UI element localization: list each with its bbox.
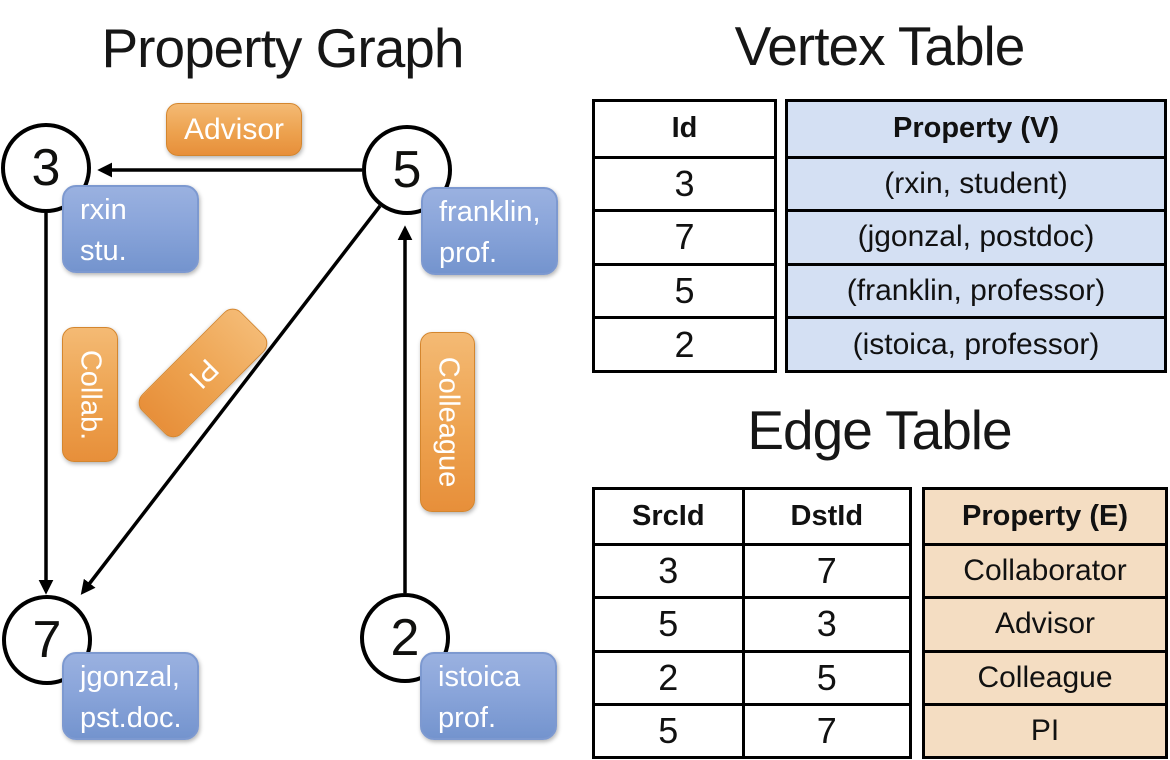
- table-cell: 3: [595, 155, 774, 210]
- vertex-property-label-istoica: istoica prof.: [420, 652, 557, 740]
- table-cell: 2: [595, 649, 742, 703]
- table-cell: Advisor: [925, 596, 1165, 649]
- vertex-table-id-column: Id 3 7 5 2: [592, 99, 777, 373]
- table-cell: 7: [595, 209, 774, 263]
- table-cell: (rxin, student): [788, 155, 1164, 210]
- vertex-id: 2: [390, 609, 420, 667]
- vertex-property-line: istoica: [438, 661, 521, 693]
- vertex-table-property-column: Property (V) (rxin, student) (jgonzal, p…: [785, 99, 1167, 373]
- graph-canvas: 3 5 7 2 rxin stu. franklin, prof. jgonza…: [1, 103, 558, 740]
- edge-label-text: Colleague: [432, 356, 464, 488]
- table-cell: (franklin, professor): [788, 262, 1164, 317]
- table-cell: 5: [741, 649, 909, 703]
- table-cell: 5: [595, 596, 742, 649]
- table-cell: 3: [595, 543, 742, 596]
- vertex-property-line: stu.: [80, 235, 127, 267]
- table-cell: 5: [595, 262, 774, 317]
- edge-label-text: PI: [182, 352, 225, 395]
- graph-edges: [38, 162, 413, 595]
- column-header-id: Id: [671, 112, 698, 145]
- vertex-property-label-rxin: rxin stu.: [62, 185, 199, 273]
- vertex-id: 7: [32, 611, 62, 669]
- table-cell: Collaborator: [925, 543, 1165, 596]
- edge-table-property-column: Property (E) Collaborator Advisor Collea…: [922, 487, 1168, 759]
- vertex-table-title: Vertex Table: [734, 15, 1026, 77]
- edge-5-to-7: [80, 204, 382, 595]
- table-cell: (jgonzal, postdoc): [788, 209, 1164, 263]
- table-cell: PI: [925, 702, 1165, 756]
- vertex-property-label-jgonzal: jgonzal, pst.doc.: [62, 652, 199, 740]
- table-cell: (istoica, professor): [788, 316, 1164, 370]
- edge-label-text: Collab.: [74, 349, 107, 440]
- vertex-id: 5: [392, 141, 422, 199]
- vertex-property-line: pst.doc.: [80, 702, 182, 734]
- edge-label-text: Advisor: [183, 112, 285, 146]
- table-cell: 7: [741, 543, 909, 597]
- vertex-property-line: prof.: [438, 702, 497, 734]
- vertex-property-line: rxin: [80, 194, 127, 226]
- edge-label-colleague: Colleague: [420, 332, 475, 512]
- vertex-node-5: 5: [362, 125, 452, 215]
- vertex-property-label-franklin: franklin, prof.: [421, 187, 558, 275]
- vertex-node-2: 2: [360, 593, 450, 683]
- edge-label-advisor: Advisor: [166, 103, 302, 156]
- column-header-srcid: SrcId: [632, 500, 705, 533]
- vertex-property-line: prof.: [439, 237, 498, 269]
- vertex-property-line: jgonzal,: [80, 661, 180, 693]
- table-cell: 5: [595, 702, 742, 756]
- vertex-property-line: franklin,: [439, 196, 541, 228]
- table-cell: 3: [741, 596, 909, 650]
- graph-title: Property Graph: [101, 17, 464, 79]
- column-header-dstid: DstId: [741, 490, 909, 544]
- edge-table-id-columns: SrcId DstId 3 7 5 3 2 5 5 7: [592, 487, 912, 759]
- vertex-id: 3: [31, 139, 61, 197]
- edge-table-title: Edge Table: [747, 399, 1012, 461]
- edge-label-collab: Collab.: [62, 327, 118, 462]
- table-cell: 2: [595, 316, 774, 370]
- table-cell: 7: [741, 702, 909, 756]
- table-cell: Colleague: [925, 649, 1165, 703]
- column-header-property-v: Property (V): [893, 112, 1059, 145]
- column-header-property-e: Property (E): [962, 500, 1128, 533]
